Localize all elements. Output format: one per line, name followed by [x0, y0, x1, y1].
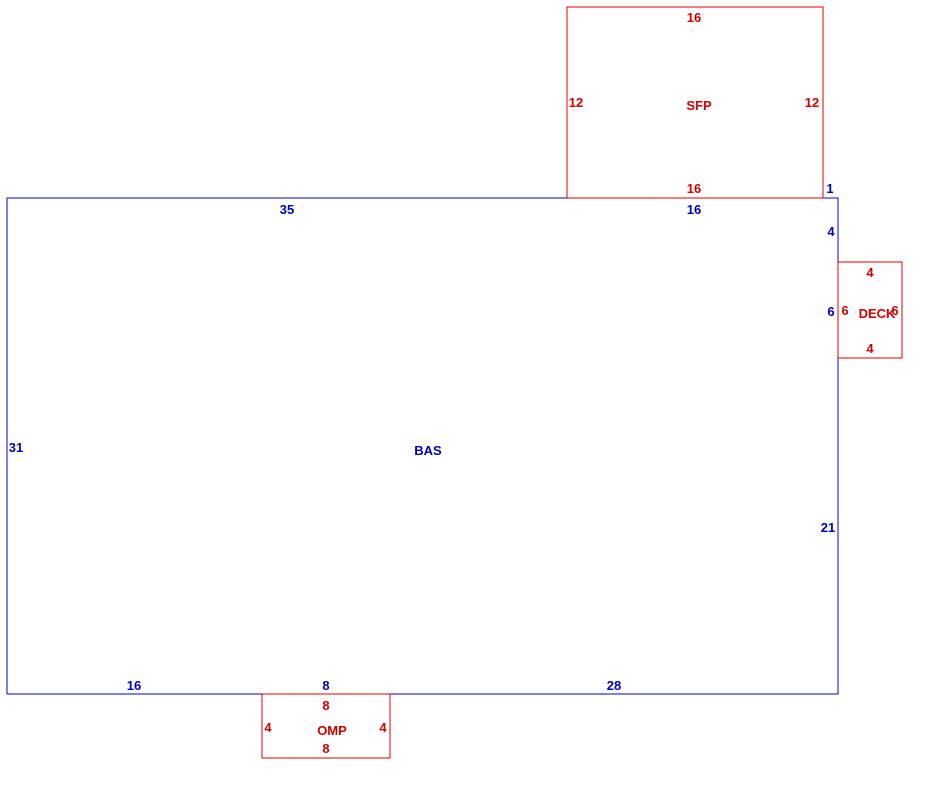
deck-dim-right: 6 — [891, 303, 898, 318]
bas-dim-right-bottom: 21 — [821, 520, 835, 535]
bas-dim-step: 1 — [826, 181, 833, 196]
bas-dim-right-top: 4 — [827, 224, 835, 239]
deck-outline — [837, 261, 903, 359]
bas-dim-left: 31 — [9, 440, 23, 455]
bas-dim-right-mid: 6 — [827, 304, 834, 319]
bas-dim-bottom-mid: 8 — [322, 678, 329, 693]
bas-dim-bottom-right: 28 — [607, 678, 621, 693]
deck-dim-top: 4 — [866, 265, 874, 280]
bas-dim-top-left: 35 — [280, 202, 294, 217]
omp-outline — [261, 693, 391, 759]
omp-dim-right: 4 — [379, 720, 387, 735]
bas-outline — [6, 197, 839, 695]
bas-dim-top-right: 16 — [687, 202, 701, 217]
bas-name-label: BAS — [414, 443, 442, 458]
deck-dim-left: 6 — [841, 303, 848, 318]
deck-dim-bottom: 4 — [866, 341, 874, 356]
omp-dim-bottom: 8 — [322, 741, 329, 756]
sfp-dim-left: 12 — [569, 95, 583, 110]
sfp-dim-right: 12 — [805, 95, 819, 110]
sfp-outline — [566, 6, 824, 199]
omp-dim-left: 4 — [264, 720, 272, 735]
bas-dim-bottom-left: 16 — [127, 678, 141, 693]
sfp-name-label: SFP — [686, 98, 712, 113]
sfp-dim-top: 16 — [687, 10, 701, 25]
omp-dim-top: 8 — [322, 698, 329, 713]
deck-name-label: DECK — [859, 306, 896, 321]
omp-name-label: OMP — [317, 723, 347, 738]
sfp-dim-bottom: 16 — [687, 181, 701, 196]
